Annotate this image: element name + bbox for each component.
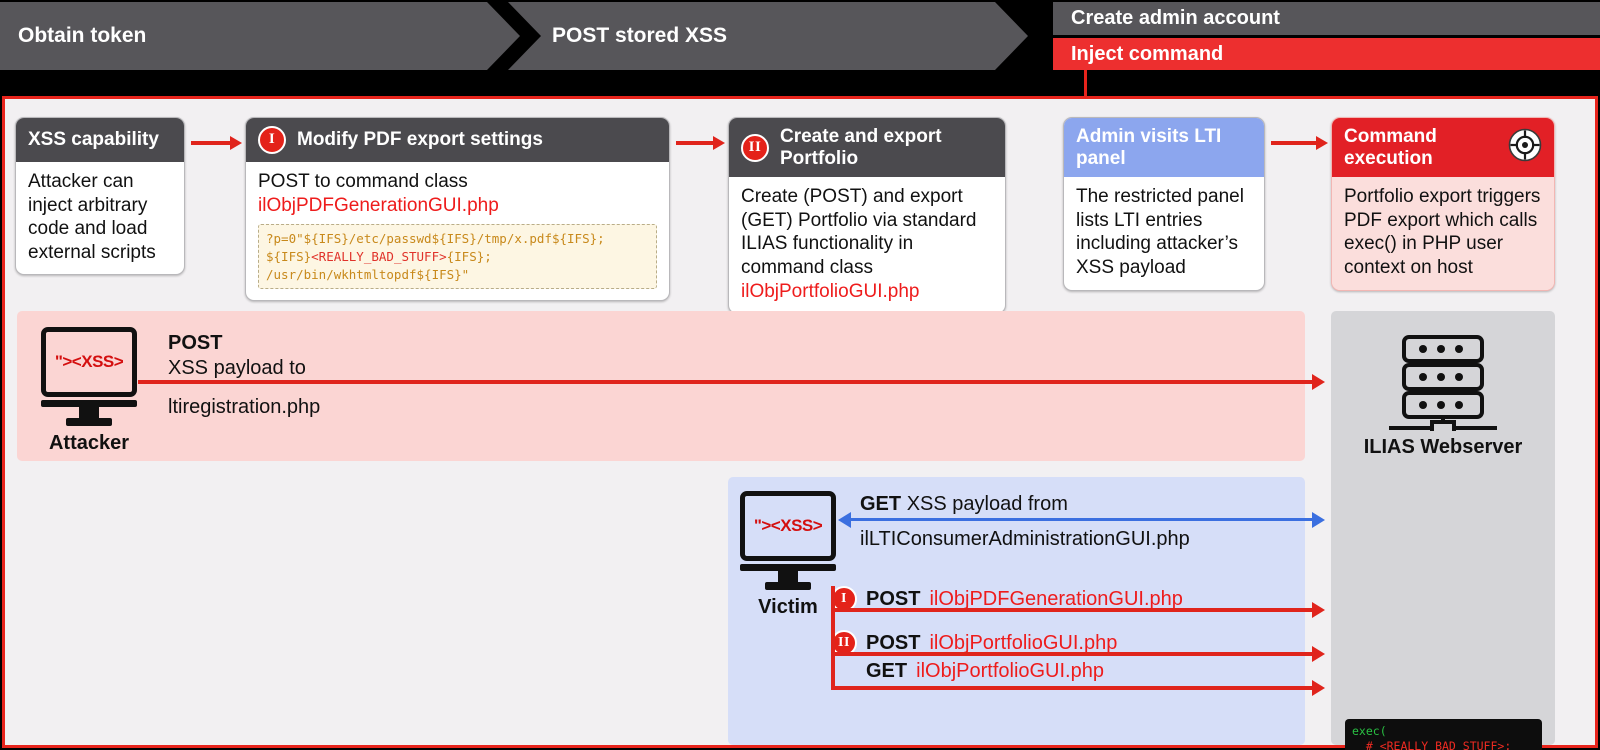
- step-card-body: Attacker can inject arbitrary code and l…: [16, 162, 184, 274]
- chain-stage-create-admin-account: Create admin account: [1053, 2, 1600, 35]
- step-card-body: Create (POST) and export (GET) Portfolio…: [729, 177, 1005, 313]
- monitor-base: [740, 564, 836, 571]
- victim-screen: "><XSS>: [740, 491, 836, 561]
- step-card-title: Command execution: [1344, 126, 1437, 169]
- code-line-2b: <REALLY_BAD_STUFF>: [311, 248, 447, 264]
- step-badge-one: I: [258, 126, 286, 154]
- victim-screen-text: "><XSS>: [753, 516, 823, 535]
- server-label: ILIAS Webserver: [1363, 436, 1523, 458]
- victim-request-label: GET XSS payload from: [860, 492, 1068, 517]
- chain-stage-post-stored-xss: POST stored XSS: [508, 2, 1028, 70]
- attacker-desc: XSS payload to: [168, 357, 306, 379]
- request-method: POST: [866, 587, 921, 610]
- victim-request-stem: [831, 586, 835, 688]
- monitor-foot: [66, 418, 112, 426]
- step-card-header: XSS capability: [16, 118, 184, 162]
- attacker-request-label: POST XSS payload to: [168, 331, 306, 381]
- step-card-body: Portfolio export triggers PDF export whi…: [1332, 177, 1554, 290]
- server-rack-icon: [1389, 335, 1497, 437]
- step-card-command-execution: Command execution Portfolio export trigg…: [1331, 117, 1555, 291]
- attacker-label: Attacker: [48, 432, 130, 454]
- victim-desc: XSS payload from: [906, 493, 1068, 515]
- ilias-webserver-panel: ILIAS Webserver: [1331, 311, 1555, 745]
- victim-request-arrow-3: [831, 680, 1325, 696]
- monitor-neck: [778, 571, 798, 582]
- code-line-3: /usr/bin/wkhtmltopdf${IFS}": [266, 266, 470, 282]
- step-card-text: The restricted panel lists LTI entries i…: [1076, 186, 1244, 278]
- step-card-header: I Modify PDF export settings: [246, 118, 669, 162]
- step-card-title: XSS capability: [28, 129, 159, 151]
- step-card-title: Admin visits LTI panel: [1076, 126, 1222, 169]
- attacker-screen-text: "><XSS>: [54, 352, 124, 371]
- step-card-php-class: ilObjPDFGenerationGUI.php: [258, 194, 499, 216]
- step-card-php-class: ilObjPortfolioGUI.php: [741, 280, 920, 302]
- step-card-create-and-export-portfolio: II Create and export Portfolio Create (P…: [728, 117, 1006, 315]
- victim-request-row-3: GET ilObjPortfolioGUI.php: [866, 660, 1104, 683]
- attacker-to-server-arrow: [138, 374, 1325, 390]
- step-card-xss-capability: XSS capability Attacker can inject arbit…: [15, 117, 185, 276]
- attacker-flow-band: [17, 311, 1305, 461]
- step-card-admin-visits-lti-panel: Admin visits LTI panel The restricted pa…: [1063, 117, 1265, 291]
- code-line-1: ?p=0"${IFS}/etc/passwd${IFS}/tmp/x.pdf${…: [266, 231, 605, 247]
- attack-detail-panel: XSS capability Attacker can inject arbit…: [2, 96, 1598, 750]
- kill-chain-banner: Obtain token POST stored XSS Create admi…: [0, 0, 1600, 72]
- monitor-neck: [79, 407, 99, 418]
- request-target: ilObjPortfolioGUI.php: [929, 631, 1118, 654]
- payload-code-block: ?p=0"${IFS}/etc/passwd${IFS}/tmp/x.pdf${…: [258, 224, 657, 290]
- arrow-step1-to-step2: [191, 136, 242, 150]
- step-card-title: Create and export Portfolio: [780, 126, 942, 169]
- victim-method: GET: [860, 493, 902, 515]
- step-card-text: POST to command class: [258, 171, 468, 192]
- step-card-header: II Create and export Portfolio: [729, 118, 1005, 178]
- step-card-text: Attacker can inject arbitrary code and l…: [28, 171, 156, 263]
- exec-terminal-block: exec( # <REALLY_BAD_STUFF>; ): [1345, 719, 1542, 750]
- chain-stage-label: Obtain token: [18, 24, 147, 47]
- crosshair-icon: [1508, 128, 1542, 168]
- terminal-line-1: exec(: [1352, 724, 1387, 738]
- step-card-header: Admin visits LTI panel: [1064, 118, 1264, 178]
- victim-label: Victim: [758, 596, 818, 618]
- arrow-step2-to-step3: [676, 136, 725, 150]
- request-target: ilObjPDFGenerationGUI.php: [929, 587, 1183, 610]
- victim-php-target: ilLTIConsumerAdministrationGUI.php: [860, 528, 1190, 550]
- chain-stage-label: POST stored XSS: [552, 24, 728, 47]
- step-badge-two: II: [741, 133, 769, 162]
- step-card-body: The restricted panel lists LTI entries i…: [1064, 177, 1264, 289]
- arrow-step4-to-step5: [1271, 136, 1328, 150]
- chain-stage-inject-command: Inject command: [1053, 38, 1600, 70]
- attacker-method: POST: [168, 332, 223, 354]
- chain-stage-obtain-token: Obtain token: [0, 2, 520, 70]
- step-card-text: Create (POST) and export (GET) Portfolio…: [741, 186, 977, 278]
- chain-drop-connector: [1084, 70, 1087, 98]
- step-card-header: Command execution: [1332, 118, 1554, 178]
- attacker-php-target: ltiregistration.php: [168, 396, 321, 418]
- step-card-body: POST to command class ilObjPDFGeneration…: [246, 162, 669, 300]
- victim-request-arrow-2: [831, 646, 1325, 662]
- request-method: GET: [866, 660, 908, 682]
- step-card-modify-pdf-export-settings: I Modify PDF export settings POST to com…: [245, 117, 670, 302]
- attacker-monitor-icon: "><XSS> Attacker: [41, 327, 137, 455]
- chain-stage-label: Create admin account: [1071, 7, 1280, 29]
- terminal-line-2: # <REALLY_BAD_STUFF>;: [1352, 739, 1512, 750]
- step-card-text: Portfolio export triggers PDF export whi…: [1344, 186, 1541, 278]
- request-target: ilObjPortfolioGUI.php: [916, 660, 1104, 682]
- request-method: POST: [866, 631, 921, 654]
- step-card-title: Modify PDF export settings: [297, 129, 543, 151]
- code-line-2a: ${IFS}: [266, 248, 312, 264]
- victim-request-arrow-1: [831, 602, 1325, 618]
- chain-stage-label: Inject command: [1071, 42, 1224, 65]
- monitor-base: [41, 400, 137, 407]
- victim-get-arrow: [838, 511, 1325, 528]
- code-line-2c: {IFS};: [446, 248, 492, 264]
- victim-monitor-icon: "><XSS> Victim: [740, 491, 836, 619]
- attacker-screen: "><XSS>: [41, 327, 137, 397]
- monitor-foot: [765, 582, 811, 590]
- server-icon-wrap: [1331, 311, 1555, 437]
- chain-stage-stack: Create admin account Inject command: [1053, 2, 1600, 70]
